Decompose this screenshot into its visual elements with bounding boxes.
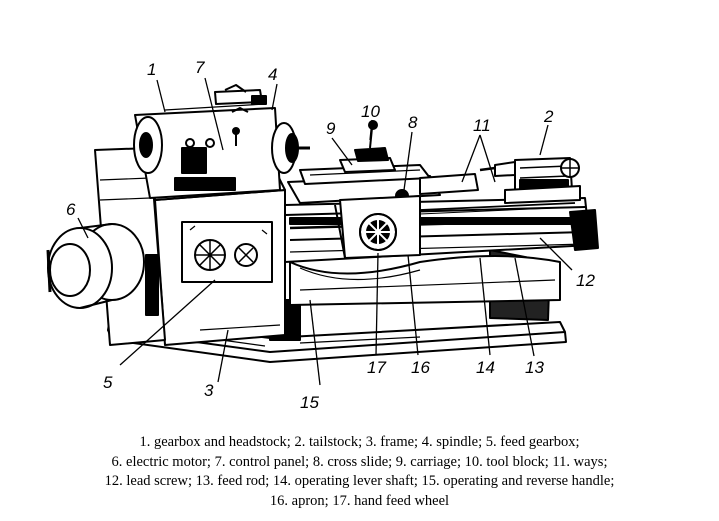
- callout-13: 13: [525, 358, 544, 377]
- callout-5: 5: [103, 373, 113, 392]
- callout-11: 11: [473, 116, 491, 135]
- callout-9: 9: [326, 119, 336, 138]
- callout-3: 3: [204, 381, 214, 400]
- callout-15: 15: [300, 393, 319, 412]
- leader-lines: [77, 77, 573, 386]
- headstock: [133, 84, 281, 199]
- spindle: [271, 122, 310, 174]
- electric-motor: [46, 147, 166, 346]
- callout-17: 17: [367, 358, 386, 377]
- callout-16: 16: [411, 358, 430, 377]
- callout-7: 7: [195, 58, 205, 77]
- lathe-bed: [284, 197, 599, 306]
- callout-10: 10: [361, 102, 380, 121]
- tailstock: [479, 157, 581, 204]
- callout-14: 14: [476, 358, 495, 377]
- caption-line-2: 6. electric motor; 7. control panel; 8. …: [111, 453, 608, 470]
- callout-12: 12: [576, 271, 595, 290]
- callout-2: 2: [543, 107, 554, 126]
- callout-6: 6: [66, 200, 76, 219]
- caption-line-3: 12. lead screw; 13. feed rod; 14. operat…: [104, 473, 615, 489]
- callout-numbers: 1 7 4 9 10 8 11 2 6 12 5 3 17 16 14 13 1…: [66, 58, 595, 412]
- callout-1: 1: [147, 60, 156, 79]
- lead-screw: [419, 202, 576, 215]
- caption-line-1: 1. gearbox and headstock; 2. tailstock; …: [139, 434, 580, 450]
- caption-line-4: 16. apron; 17. hand feed wheel: [269, 492, 450, 509]
- callout-4: 4: [268, 65, 277, 84]
- apron: [334, 195, 421, 259]
- callout-8: 8: [408, 113, 418, 132]
- figure-caption: 1. gearbox and headstock; 2. tailstock; …: [0, 433, 719, 511]
